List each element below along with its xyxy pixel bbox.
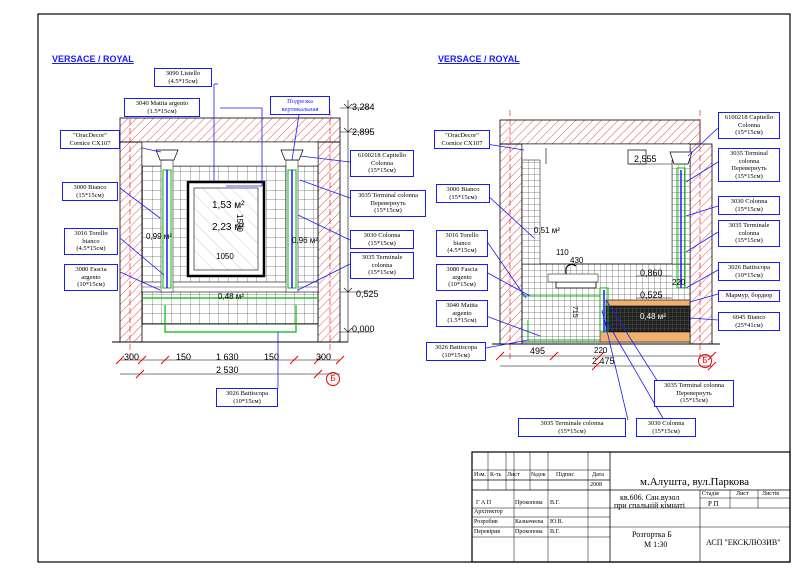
right-dim-4: 715 (571, 306, 578, 318)
tb-dev-role: Розробив (474, 519, 498, 525)
tb-stage-hdr: Стадія (702, 491, 719, 497)
left-area-3: 0,99 м² (146, 232, 172, 241)
tb-chk-name: Прокопова (515, 529, 543, 535)
left-axis-marker: Б (326, 372, 340, 386)
left-elevation (112, 83, 372, 388)
callout-battiscopa-right-r: 3026 Battiscopa(10*15см) (718, 262, 780, 281)
tb-company: АСП "ЕКСКЛЮЗИВ" (706, 538, 781, 547)
left-area-4: 0,96 м² (292, 236, 318, 245)
right-dim-2: 430 (570, 256, 584, 265)
right-dim-5: 495 (530, 346, 546, 356)
tb-hdr-ndok: №док (531, 472, 546, 478)
tb-hdr-izm: Изм. (474, 472, 486, 478)
tb-gap-sign: В.Г. (550, 500, 560, 506)
left-header: VERSACE / ROYAL (52, 54, 134, 64)
callout-battiscopa-left: 3026 Battiscopa(10*15см) (216, 388, 278, 407)
left-dim-mirror-w: 1050 (216, 252, 234, 261)
tb-gap-name: Прокопова (515, 500, 543, 506)
left-level-2: 2,895 (352, 127, 375, 137)
right-header: VERSACE / ROYAL (438, 54, 520, 64)
callout-colonna-left: 3030 Colonna(15*15см) (350, 230, 414, 249)
callout-listello: 3090 Listello(4.5*15см) (154, 68, 212, 87)
callout-colonna-right: 3030 Colonna(15*15см) (718, 196, 780, 215)
right-level-2: 0,860 (640, 268, 663, 278)
tb-drawing-2: М 1:30 (644, 540, 668, 549)
right-dim-3: 220 (672, 278, 686, 287)
callout-marble: Мармур, бордюр (718, 290, 780, 302)
left-area-5: 0,48 м² (218, 292, 244, 301)
tb-chk-role: Перевірив (474, 529, 501, 535)
right-level-1: 2,555 (634, 154, 657, 164)
tb-stage: Р П (708, 500, 719, 508)
callout-bianco-right: 3000 Bianco(15*15см) (436, 184, 490, 203)
tb-city: м.Алушта, вул.Паркова (640, 476, 750, 488)
right-area-2: 0,48 м² (640, 312, 666, 321)
right-axis-marker: Б (698, 354, 712, 368)
right-dim-6: 220 (594, 346, 608, 355)
left-dim-3: 1 630 (216, 352, 239, 362)
right-elevation (485, 110, 720, 421)
left-dim-2: 150 (176, 352, 192, 362)
tb-object-2: при спальній кімнаті (614, 501, 685, 510)
tb-hdr-kuch: К-ть (490, 472, 502, 478)
left-dim-total: 2 530 (216, 365, 239, 375)
tb-arch-role: Архітектор (474, 509, 503, 515)
left-dim-4: 150 (264, 352, 280, 362)
callout-bianco-left: 3000 Bianco(15*15см) (62, 182, 118, 201)
tb-hdr-list: Лист (507, 472, 520, 478)
tb-sheet-hdr: Лист (736, 491, 749, 497)
tb-dev-sign: Ю.В. (550, 519, 564, 525)
right-level-3: 0,525 (640, 290, 663, 300)
right-dim-1: 110 (556, 248, 569, 257)
tb-gap-role: Г А П (476, 500, 492, 506)
right-dim-total: 2 475 (592, 356, 615, 366)
tb-dev-name: Казначеєва (515, 519, 544, 525)
tb-drawing-1: Розгортка Б (632, 530, 672, 539)
tb-hdr-data: Дата (592, 472, 604, 478)
left-level-4: 0,000 (352, 324, 375, 334)
tb-year: 2008 (590, 482, 602, 488)
callout-oracdecor-right: "OracDecor"Cornice CX107 (434, 130, 490, 149)
left-level-3: 0,525 (356, 289, 379, 299)
callout-matita-argento: 3040 Matita argento(1.5*15см) (124, 98, 200, 117)
callout-colonna-bottom: 3030 Colonna(15*15см) (636, 418, 696, 437)
left-dim-1: 300 (124, 352, 140, 362)
left-level-1: 3,284 (352, 102, 375, 112)
left-dim-5: 300 (316, 352, 332, 362)
callout-oracdecor-left: "OracDecor"Cornice CX107 (60, 130, 120, 149)
callout-battiscopa-right-l: 3026 Battiscopa(10*15см) (426, 342, 486, 361)
left-area-2: 2,23 м² (212, 222, 245, 233)
tb-chk-sign: В.Г. (550, 529, 560, 535)
right-area-1: 0,51 м² (534, 226, 560, 235)
title-block (471, 451, 791, 563)
tb-sheets-hdr: Листів (762, 491, 780, 497)
tb-hdr-pidpys: Підпис (556, 472, 575, 478)
callout-terminale-bottom: 3035 Terminale colonna(15*15см) (518, 418, 626, 437)
callout-bianco-big: 6045 Bianco(25*41см) (718, 312, 780, 331)
left-dim-mirror-h: 1500 (235, 214, 244, 232)
left-area-1: 1,53 м² (212, 200, 245, 211)
tb-object-1: кв.606. Сан.вузол (620, 493, 680, 502)
